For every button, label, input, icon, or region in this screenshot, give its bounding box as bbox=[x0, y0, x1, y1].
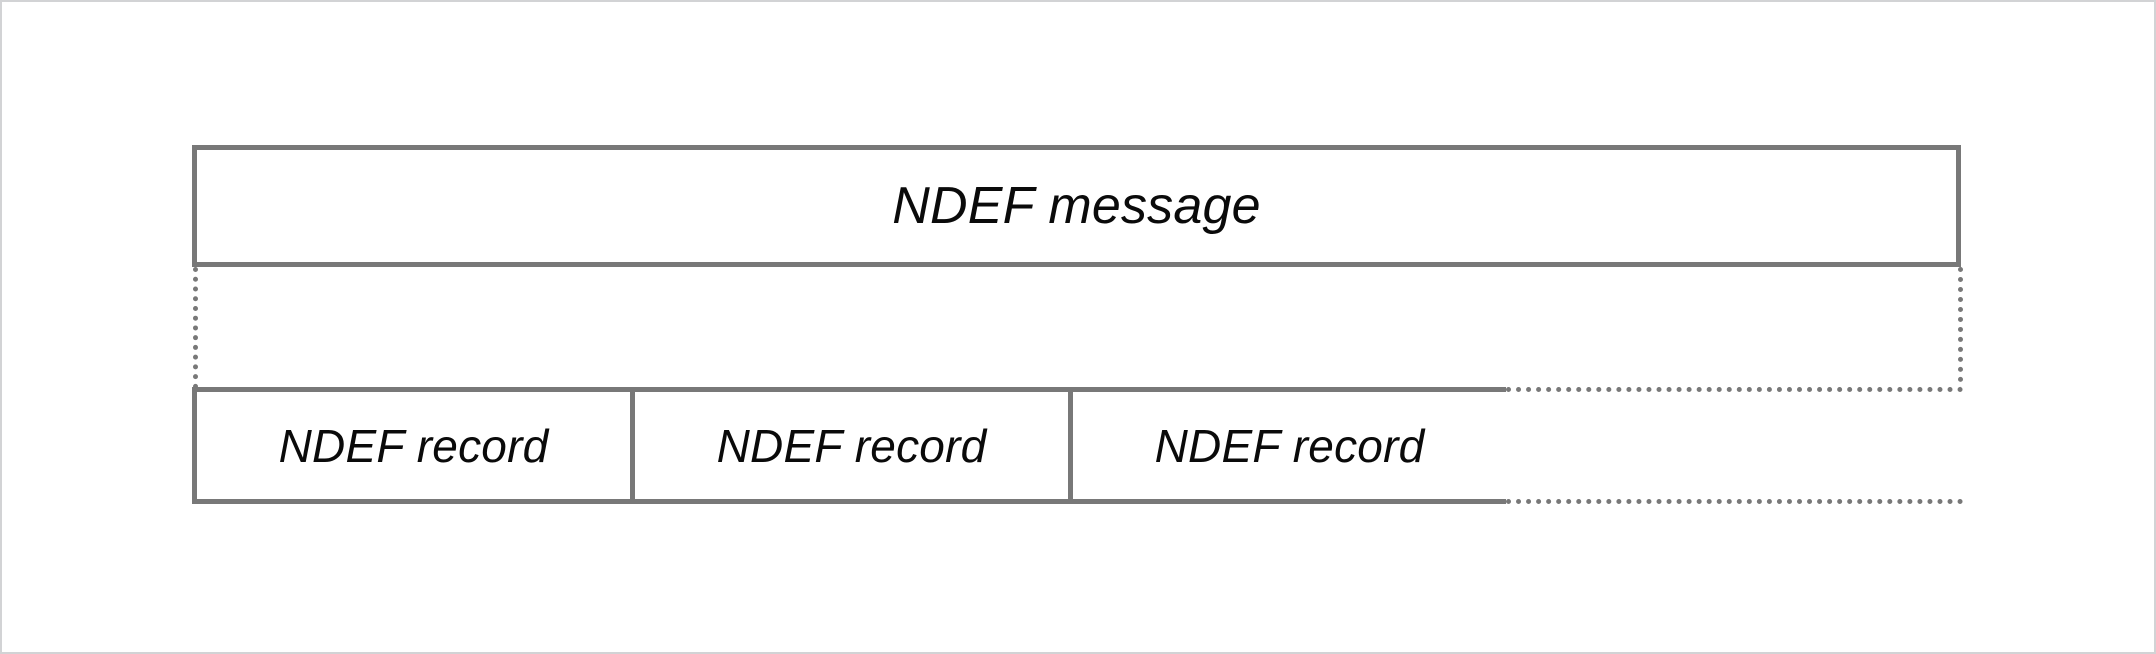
expansion-guide-left bbox=[193, 267, 198, 389]
ndef-message-label: NDEF message bbox=[892, 177, 1261, 235]
ndef-record-label-1: NDEF record bbox=[278, 419, 549, 472]
ndef-record-box-3: NDEF record bbox=[1068, 387, 1511, 504]
ndef-message-box: NDEF message bbox=[192, 145, 1961, 267]
expansion-guide-right bbox=[1958, 267, 1963, 502]
ndef-record-row: NDEF record NDEF record NDEF record bbox=[192, 387, 1963, 504]
ndef-record-box-1: NDEF record bbox=[192, 387, 635, 504]
ndef-record-continuation bbox=[1506, 387, 1963, 504]
ndef-record-label-3: NDEF record bbox=[1154, 419, 1425, 472]
ndef-record-box-2: NDEF record bbox=[630, 387, 1073, 504]
ndef-record-label-2: NDEF record bbox=[716, 419, 987, 472]
